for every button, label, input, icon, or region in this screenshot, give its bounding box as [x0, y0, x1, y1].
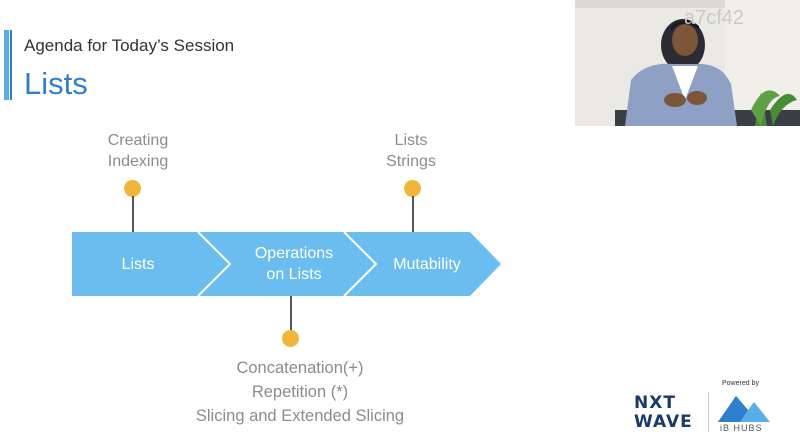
bottom-notes-stage-2: Concatenation(+) Repetition (*) Slicing … — [140, 356, 460, 428]
watermark-text: a7cf42 — [684, 7, 745, 29]
presenter-video — [575, 0, 800, 126]
top-notes-stage-3: Lists Strings — [361, 130, 461, 172]
note-slicing: Slicing and Extended Slicing — [195, 407, 405, 425]
logo-divider — [708, 392, 709, 432]
marker-dot-stage-3 — [404, 180, 421, 197]
segment-divider-1 — [197, 231, 232, 297]
arrow-segment-mutability — [344, 232, 501, 296]
marker-dot-stage-2 — [282, 330, 299, 347]
slide-title: Lists — [24, 66, 88, 101]
note-lists: Lists — [394, 132, 428, 149]
accent-bar-line — [10, 30, 12, 100]
stage-label-mutability: Mutability — [393, 256, 461, 273]
stage-label-operations-line1: Operations — [254, 245, 334, 262]
slide-subtitle: Agenda for Today’s Session — [24, 36, 235, 55]
arrow-segment-lists — [72, 232, 230, 296]
nxtwave-logo-line2: WAVE — [634, 412, 693, 432]
marker-stem-stage-2 — [290, 296, 292, 332]
stage-label-operations-line2: on Lists — [266, 266, 322, 283]
accent-bar — [4, 30, 9, 100]
marker-stem-stage-3 — [412, 196, 414, 232]
segment-divider-2 — [343, 231, 378, 297]
note-strings: Strings — [386, 153, 436, 170]
note-repetition: Repetition (*) — [251, 383, 349, 401]
note-creating: Creating — [107, 132, 169, 149]
marker-stem-stage-1 — [132, 196, 134, 232]
nxtwave-logo: NXT WAVE — [634, 394, 693, 432]
stage-label-operations: Operations on Lists — [234, 243, 354, 285]
ibhubs-text: iB HUBS — [720, 423, 763, 433]
stage-label-lists: Lists — [121, 256, 155, 273]
arrow-segment-operations — [198, 232, 376, 296]
presenter-image — [575, 0, 800, 126]
powered-by-text: Powered by — [722, 380, 759, 387]
note-indexing: Indexing — [107, 153, 169, 170]
note-concatenation: Concatenation(+) — [236, 359, 364, 377]
marker-dot-stage-1 — [124, 180, 141, 197]
top-notes-stage-1: Creating Indexing — [88, 130, 188, 172]
nxtwave-logo-line1: NXT — [634, 393, 676, 413]
ibhubs-mountain-icon — [718, 396, 770, 422]
